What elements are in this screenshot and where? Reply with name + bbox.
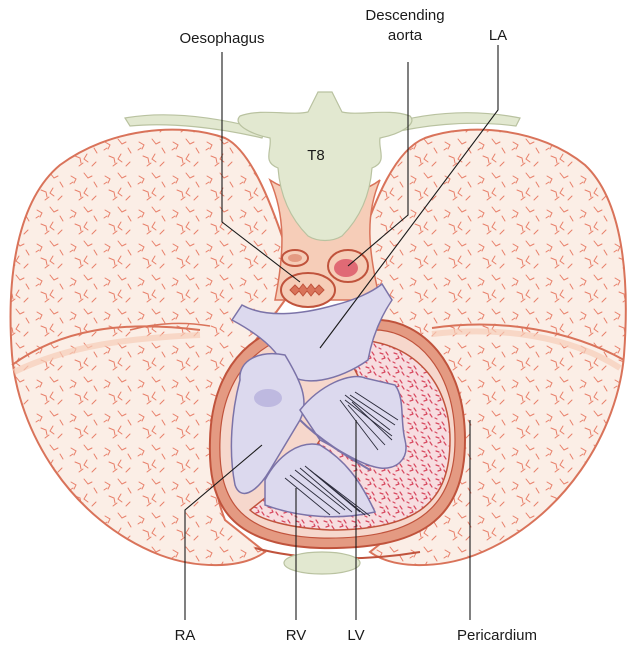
rv-label: RV — [286, 627, 307, 644]
azygos-vein-lumen — [288, 254, 302, 262]
lv-label: LV — [347, 627, 364, 644]
coronary-sinus — [254, 389, 282, 407]
descending-aorta-lumen — [334, 259, 358, 277]
t8-label: T8 — [307, 147, 325, 164]
descending-aorta-label-line2: aorta — [388, 27, 423, 44]
descending-aorta-label-line1: Descending — [365, 7, 444, 24]
sternum — [284, 552, 360, 574]
pericardium-label: Pericardium — [457, 627, 537, 644]
la-label: LA — [489, 27, 507, 44]
oesophagus-label: Oesophagus — [179, 30, 264, 47]
ra-label: RA — [175, 627, 196, 644]
